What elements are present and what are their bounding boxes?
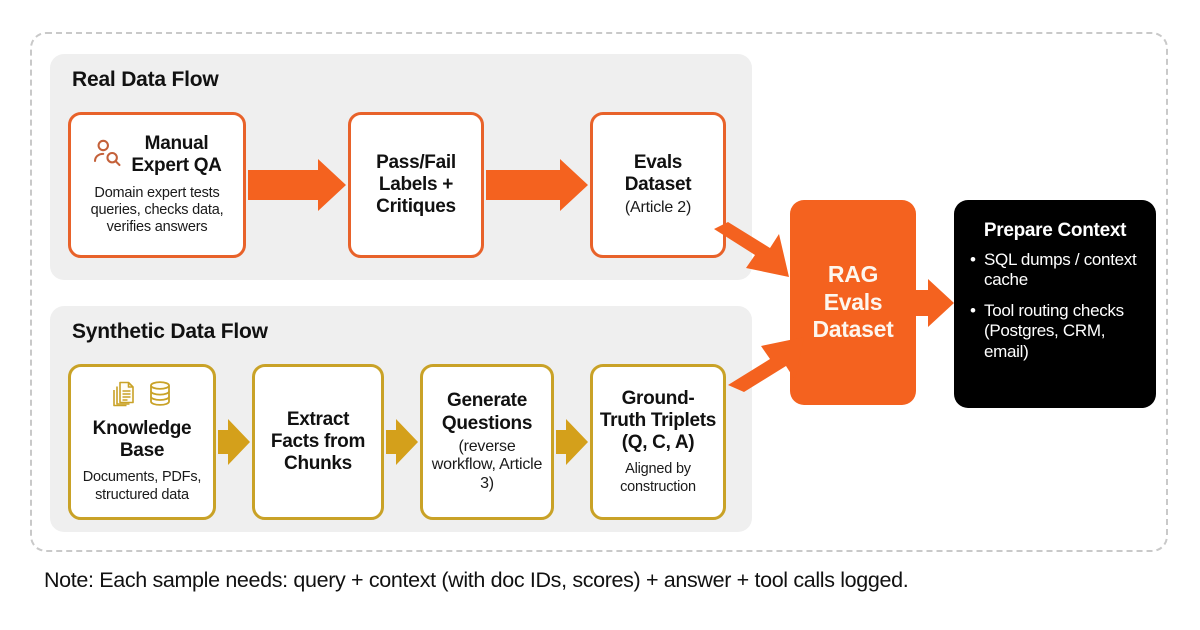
- group-title-synthetic-data-flow: Synthetic Data Flow: [72, 320, 268, 343]
- list-item: Tool routing checks (Postgres, CRM, emai…: [968, 301, 1142, 362]
- node-note-ground-truth-triplets: Aligned by construction: [620, 461, 696, 495]
- node-note-knowledge-base: Documents, PDFs, structured data: [82, 469, 202, 503]
- node-pass-fail-labels[interactable]: Pass/Fail Labels + Critiques: [348, 112, 484, 258]
- documents-icon: [112, 380, 138, 413]
- node-title-rag-evals-dataset: RAG Evals Dataset: [812, 261, 894, 343]
- node-note-manual-expert-qa: Domain expert tests queries, checks data…: [90, 184, 224, 236]
- node-sub-generate-questions: (reverse workflow, Article 3): [431, 437, 543, 492]
- node-generate-questions[interactable]: Generate Questions (reverse workflow, Ar…: [420, 364, 554, 520]
- node-title-extract-facts: Extract Facts from Chunks: [270, 408, 366, 475]
- node-prepare-context[interactable]: Prepare Context SQL dumps / context cach…: [954, 200, 1156, 408]
- node-evals-dataset[interactable]: Evals Dataset (Article 2): [590, 112, 726, 258]
- node-extract-facts[interactable]: Extract Facts from Chunks: [252, 364, 384, 520]
- node-title-generate-questions: Generate Questions: [441, 390, 533, 434]
- node-title-manual-expert-qa: Manual Expert QA: [131, 133, 222, 177]
- outer-dashed-frame: [30, 32, 1168, 552]
- footer-note: Note: Each sample needs: query + context…: [44, 568, 909, 592]
- node-knowledge-base[interactable]: Knowledge Base Documents, PDFs, structur…: [68, 364, 216, 520]
- node-ground-truth-triplets[interactable]: Ground- Truth Triplets (Q, C, A) Aligned…: [590, 364, 726, 520]
- node-sub-evals-dataset: (Article 2): [624, 199, 692, 217]
- node-title-ground-truth-triplets: Ground- Truth Triplets (Q, C, A): [599, 387, 717, 454]
- list-item: SQL dumps / context cache: [968, 250, 1142, 291]
- database-icon: [148, 380, 172, 413]
- node-title-prepare-context: Prepare Context: [983, 220, 1127, 241]
- node-title-knowledge-base: Knowledge Base: [92, 417, 192, 462]
- node-rag-evals-dataset[interactable]: RAG Evals Dataset: [790, 200, 916, 405]
- person-search-icon: [92, 138, 122, 173]
- group-title-real-data-flow: Real Data Flow: [72, 68, 219, 91]
- prepare-context-list: SQL dumps / context cache Tool routing c…: [968, 250, 1142, 362]
- node-manual-expert-qa[interactable]: Manual Expert QA Domain expert tests que…: [68, 112, 246, 258]
- node-title-pass-fail-labels: Pass/Fail Labels + Critiques: [376, 151, 456, 218]
- node-title-evals-dataset: Evals Dataset: [624, 152, 692, 196]
